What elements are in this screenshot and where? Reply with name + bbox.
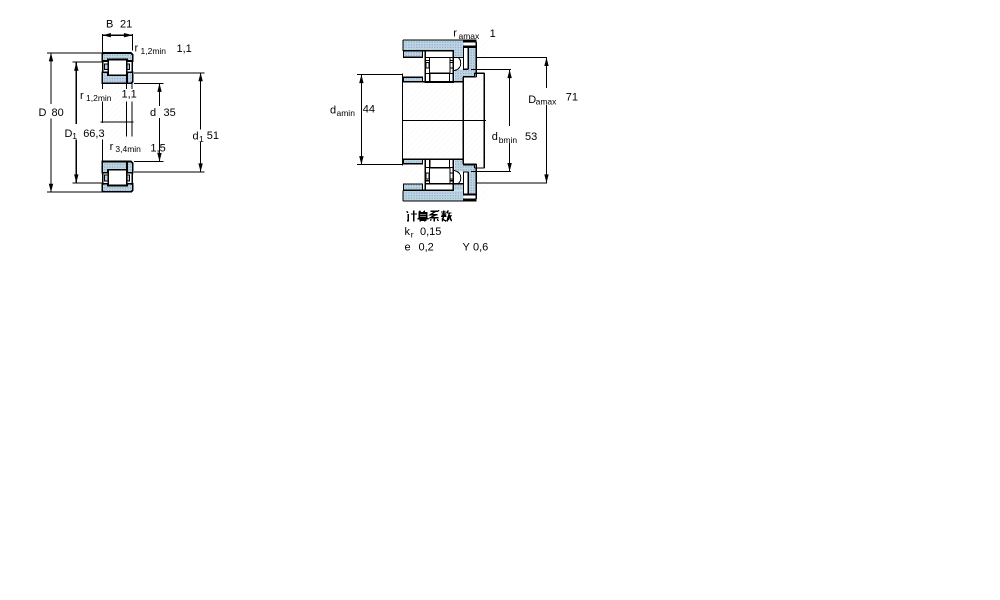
- svg-text:r: r: [411, 230, 414, 240]
- svg-text:d: d: [193, 130, 199, 142]
- svg-text:1,1: 1,1: [122, 89, 137, 101]
- svg-text:amin: amin: [337, 108, 356, 118]
- svg-text:r: r: [135, 43, 139, 55]
- svg-text:1,1: 1,1: [177, 43, 192, 55]
- svg-text:1,2min: 1,2min: [141, 46, 167, 56]
- svg-text:r: r: [110, 141, 114, 153]
- svg-text:1: 1: [199, 134, 204, 144]
- svg-text:3,4min: 3,4min: [115, 144, 141, 154]
- svg-text:0,2: 0,2: [419, 242, 434, 254]
- svg-text:71: 71: [566, 91, 578, 103]
- svg-text:21: 21: [120, 19, 132, 31]
- svg-text:D: D: [39, 107, 47, 119]
- svg-text:Y: Y: [463, 242, 471, 254]
- svg-text:1,5: 1,5: [150, 142, 165, 154]
- svg-text:D: D: [528, 94, 536, 106]
- svg-text:51: 51: [207, 130, 219, 142]
- svg-text:e: e: [405, 242, 411, 254]
- svg-text:r: r: [453, 28, 457, 40]
- svg-text:53: 53: [525, 131, 537, 143]
- svg-text:35: 35: [164, 107, 176, 119]
- svg-text:amax: amax: [536, 97, 558, 107]
- svg-text:1: 1: [72, 131, 77, 141]
- svg-text:B: B: [106, 19, 113, 31]
- svg-text:66,3: 66,3: [83, 128, 104, 140]
- svg-text:1: 1: [490, 28, 496, 40]
- svg-text:k: k: [405, 226, 411, 238]
- svg-text:d: d: [492, 131, 498, 143]
- svg-text:d: d: [150, 107, 156, 119]
- svg-text:r: r: [80, 90, 84, 102]
- svg-text:80: 80: [52, 107, 64, 119]
- svg-text:44: 44: [363, 103, 375, 115]
- svg-text:1,2min: 1,2min: [86, 93, 112, 103]
- svg-text:bmin: bmin: [499, 135, 518, 145]
- svg-text:0,6: 0,6: [473, 242, 488, 254]
- svg-text:d: d: [330, 105, 336, 117]
- svg-text:amax: amax: [459, 31, 481, 41]
- svg-text:0,15: 0,15: [420, 226, 441, 238]
- svg-text:D: D: [65, 128, 73, 140]
